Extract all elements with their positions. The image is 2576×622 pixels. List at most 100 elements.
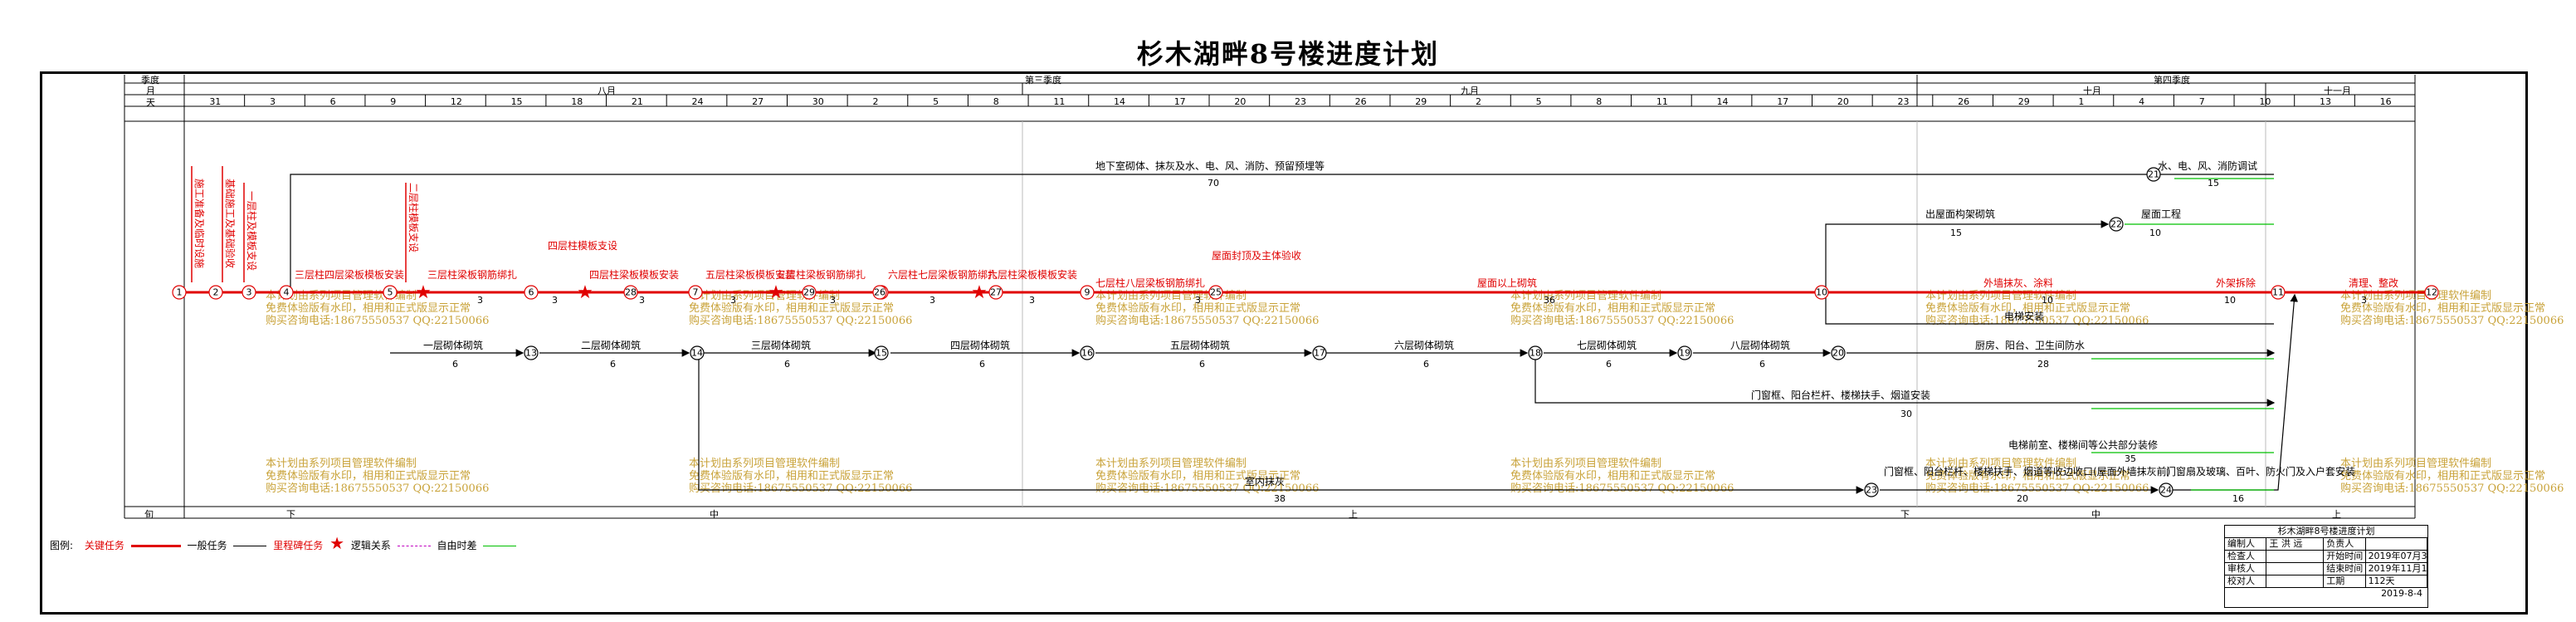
duration: 3 [477,295,483,306]
milestone-star-icon: ★ [768,282,784,303]
node-circle [383,285,398,300]
legend-label: 图例: [50,540,74,551]
critical-line-icon [130,545,181,547]
task-label: 二层砌体砌筑 [581,339,641,351]
day-label: 24 [691,96,704,107]
node-number: 12 [2426,287,2437,298]
watermark-text: 本计划由系列项目管理软件编制 [1510,458,1661,470]
watermark-text: 购买咨询电话:18675550537 QQ:22150066 [1095,314,1319,327]
signoff-date: 2019-8-4 [2381,588,2422,599]
task-label: 六层柱七层梁板钢筋绑扎 [888,268,998,281]
task-label: 电梯前室、楼梯间等公共部分装修 [2008,438,2158,451]
day-label: 5 [933,96,939,107]
watermark-text: 免费体验版有水印，相用和正式版显示正常 [266,301,471,315]
watermark-text: 免费体验版有水印，相用和正式版显示正常 [1925,301,2130,315]
node-number: 18 [1530,348,1541,359]
page-title: 杉木湖畔8号楼进度计划 [1136,38,1440,70]
duration: 15 [2208,178,2219,189]
duration: 3 [552,295,558,306]
day-label: 12 [450,96,462,107]
duration: 3 [730,295,736,306]
watermark-text: 本计划由系列项目管理软件编制 [266,458,417,470]
signoff-cell: 审核人 [2225,563,2267,575]
day-label: 13 [2320,96,2332,107]
signoff-cell [2266,551,2325,562]
signoff-cell: 王 洪 远 [2266,538,2325,550]
node-number: 23 [1866,485,1877,496]
watermark-text: 免费体验版有水印，相用和正式版显示正常 [1095,469,1300,482]
node-number: 28 [625,287,637,298]
node-number: 7 [693,287,699,298]
task-label: 七层柱八层梁板钢筋绑扎 [1095,277,1205,289]
day-label: 26 [1354,96,1367,107]
task-label: 屋面工程 [2141,208,2181,220]
duration: 6 [1759,359,1765,370]
xun-label: 上 [1349,509,1358,520]
node-number: 3 [246,287,252,298]
task-label: 五层柱梁板钢筋绑扎 [776,268,866,281]
task-label: 门窗框、阳台栏杆、楼梯扶手、烟道安装 [1751,389,1930,401]
duration: 6 [452,359,458,370]
day-label: 2 [1475,96,1481,107]
node-number: 26 [874,287,886,298]
watermark-text: 本计划由系列项目管理软件编制 [2340,458,2491,470]
task-label: 屋面以上砌筑 [1477,277,1537,289]
duration: 16 [2232,493,2244,504]
legend: 图例: 关键任务 一般任务 里程碑任务 ★ 逻辑关系 自由时差 [50,533,520,553]
day-label: 27 [752,96,764,107]
node-number: 27 [990,287,1002,298]
day-label: 7 [2198,96,2205,107]
watermark-text: 免费体验版有水印，相用和正式版显示正常 [689,469,894,482]
quarter-label: 第三季度 [1025,75,1061,86]
duration: 3 [830,295,836,306]
node-number: 6 [529,287,534,298]
day-label: 10 [2259,96,2271,107]
node-number: 9 [1085,287,1090,298]
duration: 30 [1900,409,1912,419]
row-label-month: 月 [146,86,155,96]
signoff-cell: 结束时间 [2324,563,2366,575]
node-circle [874,345,889,360]
task-label: 外墙抹灰、涂料 [1983,277,2053,289]
day-label: 16 [2379,96,2392,107]
node-circle [2146,167,2161,182]
task-label: 三层柱四层梁板模板安装 [295,268,404,281]
node-number: 1 [177,287,183,298]
watermark-text: 购买咨询电话:18675550537 QQ:22150066 [1095,482,1319,495]
watermark-text: 本计划由系列项目管理软件编制 [1925,458,2076,470]
signoff-cell: 编制人 [2225,538,2267,550]
node-circle [1080,285,1095,300]
node-circle [208,285,223,300]
signoff-cell: 工期 [2324,575,2366,587]
watermark-text: 本计划由系列项目管理软件编制 [1095,458,1247,470]
node-number: 4 [284,287,290,298]
task-label: 三层柱梁板钢筋绑扎 [427,268,517,281]
signoff-cell: 检查人 [2225,551,2267,562]
signoff-cell: 负责人 [2324,538,2366,550]
node-circle [1677,345,1692,360]
node-number: 2 [213,287,219,298]
signoff-cell: 2019年07月31日 [2366,551,2427,562]
duration: 35 [2125,453,2136,464]
day-label: 26 [1958,96,1970,107]
node-number: 16 [1081,348,1093,359]
watermark-text: 免费体验版有水印，相用和正式版显示正常 [689,301,894,315]
legend-logic: 逻辑关系 [350,540,391,551]
task-label: 屋面封顶及主体验收 [1212,249,1301,262]
signoff-title: 杉木湖畔8号楼进度计划 [2225,526,2427,538]
node-number: 5 [388,287,393,298]
day-label: 9 [390,96,397,107]
day-label: 30 [812,96,824,107]
signoff-cell [2266,563,2325,575]
day-label: 8 [993,96,999,107]
signoff-row: 检查人开始时间2019年07月31日 [2225,551,2427,563]
node-number: 13 [525,348,537,359]
duration: 10 [2224,295,2236,306]
day-label: 11 [1053,96,1066,107]
xun-label: 上 [2332,509,2341,520]
watermark-text: 免费体验版有水印，相用和正式版显示正常 [2340,469,2545,482]
day-label: 29 [1415,96,1427,107]
node-number: 17 [1314,348,1325,359]
duration: 6 [610,359,616,370]
month-label: 十一月 [2324,86,2351,96]
